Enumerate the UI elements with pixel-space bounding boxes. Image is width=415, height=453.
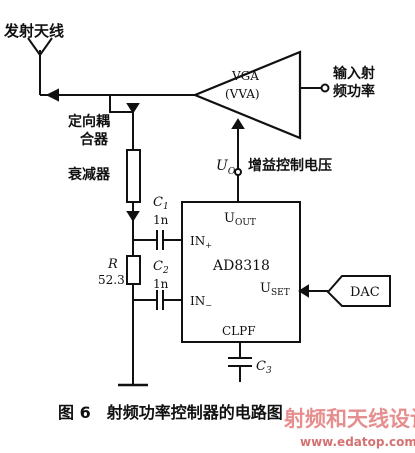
watermark-title: 射频和天线设计: [283, 407, 415, 431]
antenna-symbol: [27, 37, 53, 95]
in-minus-label: IN−: [190, 294, 212, 310]
dac-arrow: [298, 284, 309, 298]
uout-label: UOUT: [224, 211, 256, 228]
coupler-label-1: 定向耦: [68, 113, 110, 130]
signal-arrow: [45, 88, 59, 102]
r-label: R: [107, 257, 118, 272]
in-plus-label: IN+: [190, 234, 212, 250]
clpf-label: CLPF: [222, 324, 256, 338]
c1-label: C1: [153, 195, 169, 212]
figure-caption: 图 6 射频功率控制器的电路图: [58, 403, 283, 422]
attenuator-label: 衰减器: [67, 166, 111, 183]
attenuator-arrow: [126, 211, 140, 222]
gain-control-arrow: [231, 118, 245, 129]
coupler-label-2: 合器: [80, 131, 109, 148]
coupler-arrow: [126, 103, 140, 114]
chip-label: AD8318: [212, 258, 270, 274]
dac-label: DAC: [350, 285, 380, 300]
c2-label: C2: [153, 259, 169, 276]
input-rf-label-1: 输入射: [333, 65, 375, 82]
input-rf-label-2: 频功率: [333, 83, 375, 100]
resistor-r: [126, 255, 141, 285]
c3-label: C3: [256, 359, 272, 376]
r-value: 52.3: [98, 273, 125, 287]
c1-value: 1n: [153, 213, 169, 227]
watermark-url: www.edatop.com: [300, 435, 415, 449]
antenna-label: 发射天线: [3, 22, 64, 40]
uo-label: UO: [216, 158, 236, 177]
attenuator-block: [126, 149, 141, 203]
vga-label: VGA: [231, 69, 259, 83]
uo-node: [234, 168, 242, 176]
c2-value: 1n: [153, 277, 169, 291]
vga-amplifier: [192, 50, 302, 140]
dac-block: [326, 275, 391, 307]
vva-label: (VVA): [225, 87, 260, 101]
rf-input-terminal: [320, 83, 330, 93]
gain-ctrl-label: 增益控制电压: [248, 157, 332, 174]
coupler-tap: [109, 95, 134, 150]
uset-label: USET: [260, 281, 290, 298]
